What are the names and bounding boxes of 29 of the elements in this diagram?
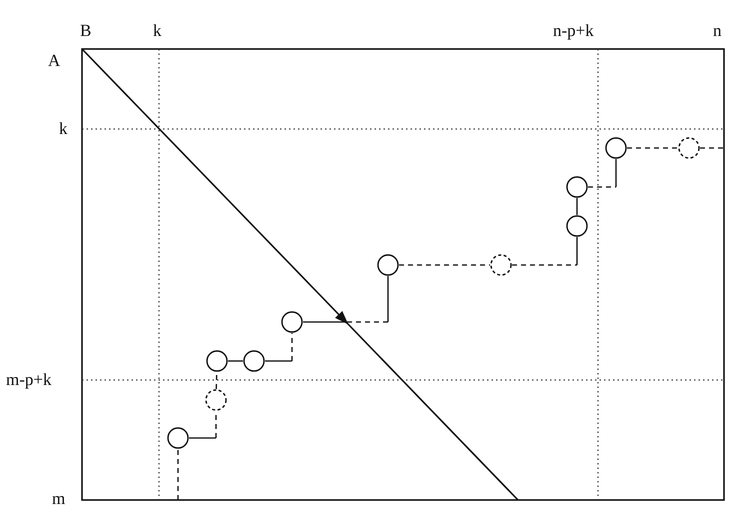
circle (243, 350, 265, 372)
connector (399, 264, 490, 266)
connector (265, 333, 293, 362)
tick-label: n-p+k (553, 22, 594, 39)
connector (228, 360, 243, 362)
circle (605, 137, 627, 159)
connector (627, 147, 678, 149)
connector (512, 237, 578, 266)
circle (281, 311, 303, 333)
dashed-circle (678, 137, 700, 159)
connector (576, 198, 578, 215)
dashed-circle (205, 389, 227, 411)
axis-title: A (48, 52, 60, 69)
tick-label: n (713, 22, 722, 39)
tick-label: k (153, 22, 162, 39)
circle (566, 215, 588, 237)
connector (700, 147, 724, 149)
connector (588, 159, 617, 188)
tick-label: m-p+k (6, 371, 52, 388)
circle (566, 176, 588, 198)
axis-title: B (80, 22, 92, 39)
connector (177, 449, 179, 500)
circle (206, 350, 228, 372)
connector (303, 276, 389, 323)
circle (167, 427, 189, 449)
tick-label: k (59, 120, 68, 137)
circle (377, 254, 399, 276)
tick-label: m (52, 490, 66, 507)
dashed-circle (490, 254, 512, 276)
